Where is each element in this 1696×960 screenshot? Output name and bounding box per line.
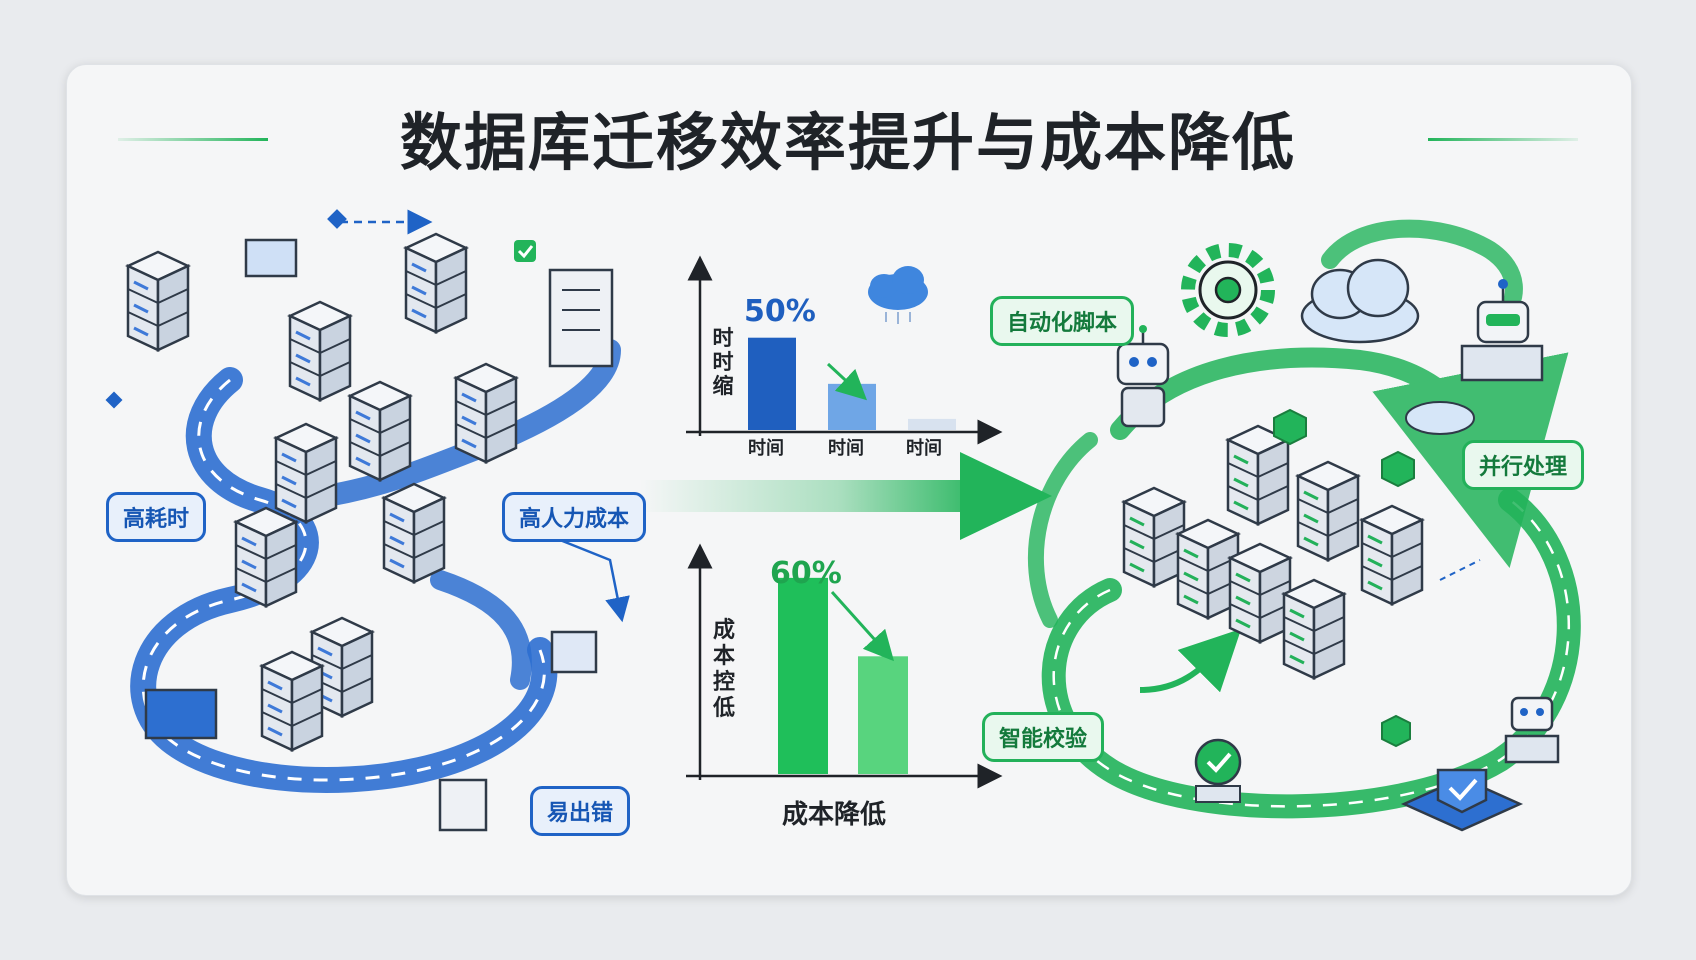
label-high-time: 高耗时: [106, 492, 207, 542]
time-tick-1: 时间: [748, 438, 784, 459]
transition-arrow: [640, 452, 1052, 540]
label-error-prone: 易出错: [530, 786, 631, 836]
cloud-icon: [1300, 258, 1475, 435]
time-chart: [686, 255, 1003, 445]
title-rule-right: [1428, 138, 1578, 141]
label-automation-script: 自动化脚本: [990, 296, 1135, 346]
robot-icon: [1460, 279, 1544, 382]
cost-bar: [778, 577, 828, 774]
time-tick-3: 时间: [906, 438, 942, 459]
hexagon-check-icon: [514, 240, 1415, 748]
cost-chart-xlabel: 成本降低: [782, 800, 887, 830]
label-parallel-processing: 并行处理: [1462, 440, 1585, 490]
cost-chart-ylabel: 成本控低: [712, 618, 735, 721]
time-reduction-value: 50%: [744, 294, 816, 329]
label-high-labor-cost: 高人力成本: [502, 492, 647, 542]
cost-chart: [686, 543, 1003, 789]
label-smart-verification: 智能校验: [982, 712, 1105, 762]
legacy-server-cluster: [126, 232, 614, 832]
gear-icon: [1181, 243, 1275, 337]
time-bar: [748, 337, 796, 430]
shield-check-icon: [1400, 768, 1524, 832]
cost-bar: [858, 656, 908, 774]
page-title: 数据库迁移效率提升与成本降低: [399, 106, 1296, 179]
check-badge-icon: [1194, 738, 1242, 803]
time-bar: [828, 383, 876, 430]
robot-icon: [1116, 325, 1170, 428]
title-rule-left: [118, 138, 268, 141]
automated-server-cluster: [1122, 424, 1424, 680]
time-chart-ylabel: 时时缩: [712, 326, 734, 398]
cost-reduction-value: 60%: [770, 556, 842, 591]
robot-icon: [1504, 696, 1560, 764]
time-tick-2: 时间: [828, 438, 864, 459]
time-bar: [908, 418, 956, 430]
